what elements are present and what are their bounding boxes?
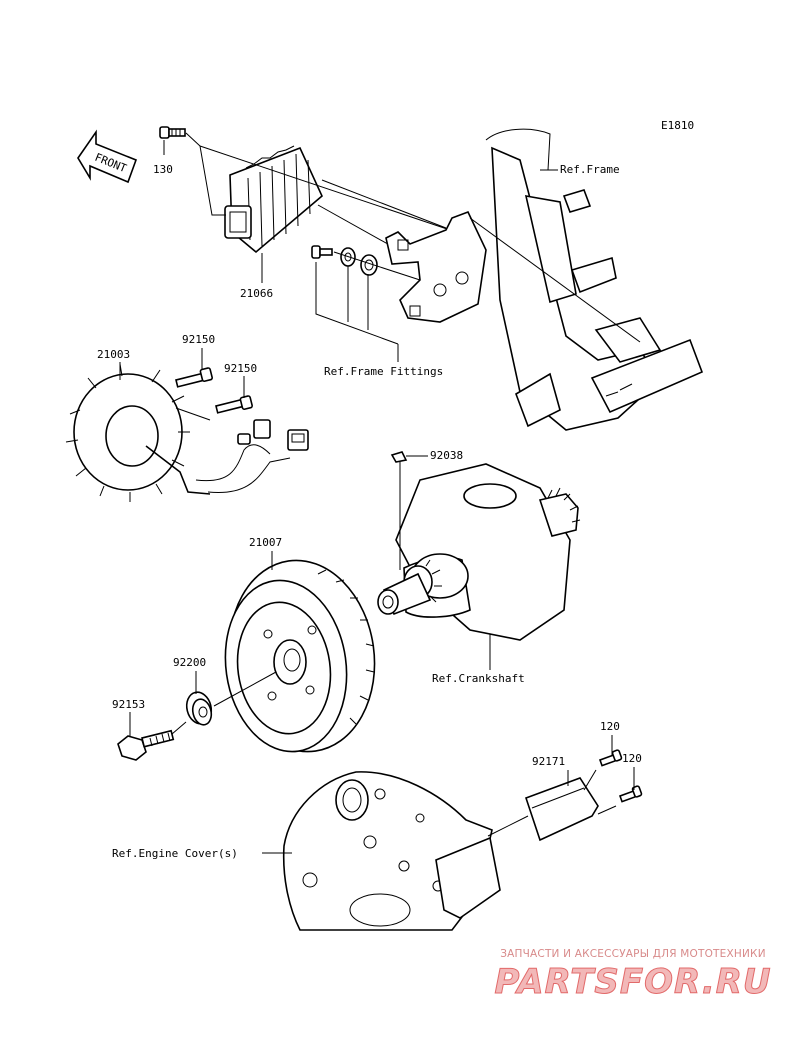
frame-icon bbox=[469, 128, 704, 431]
part-number-92153: 92153 bbox=[112, 698, 145, 711]
ref-crankshaft-label: Ref.Crankshaft bbox=[432, 672, 525, 685]
part-number-92038: 92038 bbox=[430, 449, 463, 462]
part-number-21007: 21007 bbox=[249, 536, 282, 549]
part-number-120-a: 120 bbox=[600, 720, 620, 733]
part-number-92150-b: 92150 bbox=[224, 362, 257, 375]
rotor-flywheel-icon bbox=[224, 559, 376, 753]
ref-frame-label: Ref.Frame bbox=[560, 163, 620, 176]
washer-92200-icon bbox=[185, 691, 213, 726]
engine-cover-icon bbox=[282, 771, 501, 931]
front-arrow-icon: FRONT bbox=[77, 129, 138, 184]
part-number-21003: 21003 bbox=[97, 348, 130, 361]
part-number-130: 130 bbox=[153, 163, 173, 176]
woodruff-key-icon bbox=[390, 451, 408, 463]
part-number-21066: 21066 bbox=[240, 287, 273, 300]
bracket-bolt-icon bbox=[311, 245, 378, 276]
watermark-tagline: ЗАПЧАСТИ И АКСЕССУАРЫ ДЛЯ МОТОТЕХНИКИ bbox=[500, 948, 766, 960]
stator-bolt-a-icon bbox=[175, 367, 213, 388]
diagram-code: E1810 bbox=[661, 119, 694, 132]
rotor-bolt-icon bbox=[117, 729, 175, 761]
ref-engine-cover-label: Ref.Engine Cover(s) bbox=[112, 847, 238, 860]
regulator-rectifier-icon bbox=[224, 145, 323, 254]
screw-120-b-icon bbox=[618, 785, 643, 803]
ref-frame-fittings-label: Ref.Frame Fittings bbox=[324, 365, 443, 378]
stator-icon bbox=[65, 363, 211, 502]
watermark: ЗАПЧАСТИ И АКСЕССУАРЫ ДЛЯ МОТОТЕХНИКИ PA… bbox=[478, 948, 788, 1003]
part-number-120-b: 120 bbox=[622, 752, 642, 765]
frame-bracket-icon bbox=[385, 210, 487, 323]
part-number-92200: 92200 bbox=[173, 656, 206, 669]
part-number-92171: 92171 bbox=[532, 755, 565, 768]
plate-92171-icon bbox=[524, 777, 599, 842]
screw-120-a-icon bbox=[598, 749, 623, 767]
stator-harness-icon bbox=[195, 419, 309, 494]
crankshaft-icon bbox=[377, 463, 581, 641]
watermark-logo: PARTSFOR.RU bbox=[494, 962, 772, 1003]
stator-bolt-b-icon bbox=[215, 395, 253, 414]
bolt-130-icon bbox=[159, 126, 186, 139]
part-number-92150-a: 92150 bbox=[182, 333, 215, 346]
